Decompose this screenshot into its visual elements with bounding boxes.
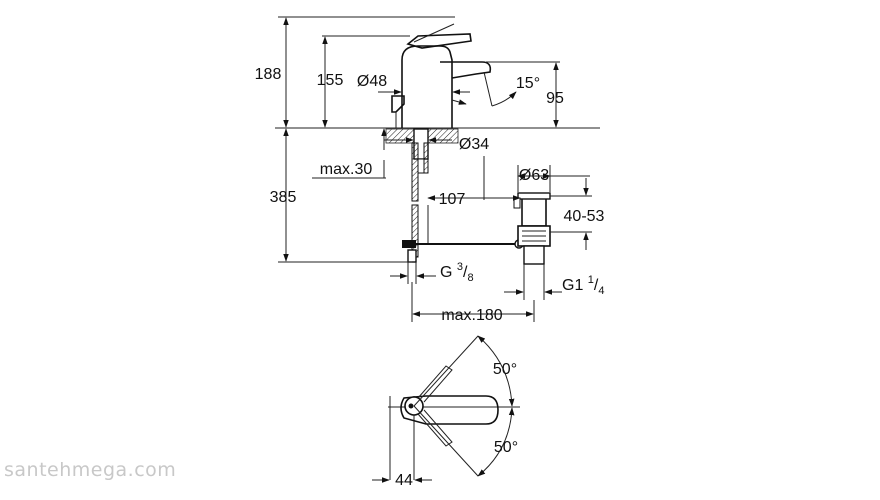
faucet-body — [401, 45, 453, 128]
lever-handle — [406, 33, 472, 49]
supply-hose-second — [423, 142, 429, 174]
dim-tail-diameter: Ø34 — [459, 136, 489, 153]
dim-plug-diameter: Ø63 — [519, 167, 549, 184]
lever-ghost — [413, 23, 455, 43]
spout-axis — [483, 71, 493, 107]
hose-fitting — [407, 249, 417, 263]
spout — [440, 61, 492, 79]
dim-inlet-thread: G 3/8 — [440, 261, 474, 284]
drain-body — [521, 195, 547, 227]
dim-spout-height: 155 — [317, 72, 344, 89]
dim-body-diameter: Ø48 — [357, 73, 387, 90]
dim-total-height: 188 — [255, 66, 282, 83]
dim-waste-thread: G1 1/4 — [562, 274, 605, 297]
dim-spout-projection: 95 — [546, 90, 564, 107]
dim-max-deck-thickness: max.30 — [320, 161, 373, 178]
tail-nut — [417, 158, 425, 174]
watermark-text: santehmega.com — [4, 459, 176, 481]
arc-upper — [477, 335, 515, 407]
dim-tail-to-waste: 107 — [439, 191, 466, 208]
pop-up-knob — [391, 95, 405, 113]
dim-lever-angle-top: 50° — [493, 361, 517, 378]
dim-lever-angle-bottom: 50° — [494, 439, 518, 456]
dim-below-deck: 385 — [270, 189, 297, 206]
supply-hose-lower — [411, 204, 419, 258]
drain-flange — [517, 192, 551, 200]
supply-hose-upper — [411, 142, 419, 202]
arc-lower — [477, 407, 515, 477]
clevis-clip — [402, 240, 416, 248]
dim-spout-angle: 15° — [516, 75, 540, 92]
faucet-side-view — [275, 23, 600, 265]
dim-lever-offset: 44 — [395, 472, 413, 489]
side-view-dimensions: 188 155 Ø48 15° 95 Ø34 max.30 385 107 — [255, 16, 605, 324]
faucet-top-view: 50° 50° 44 — [372, 335, 520, 489]
dim-plug-range: 40-53 — [564, 208, 605, 225]
drain-tailpiece — [523, 245, 545, 265]
dim-max-rod-length: max.180 — [441, 307, 502, 324]
